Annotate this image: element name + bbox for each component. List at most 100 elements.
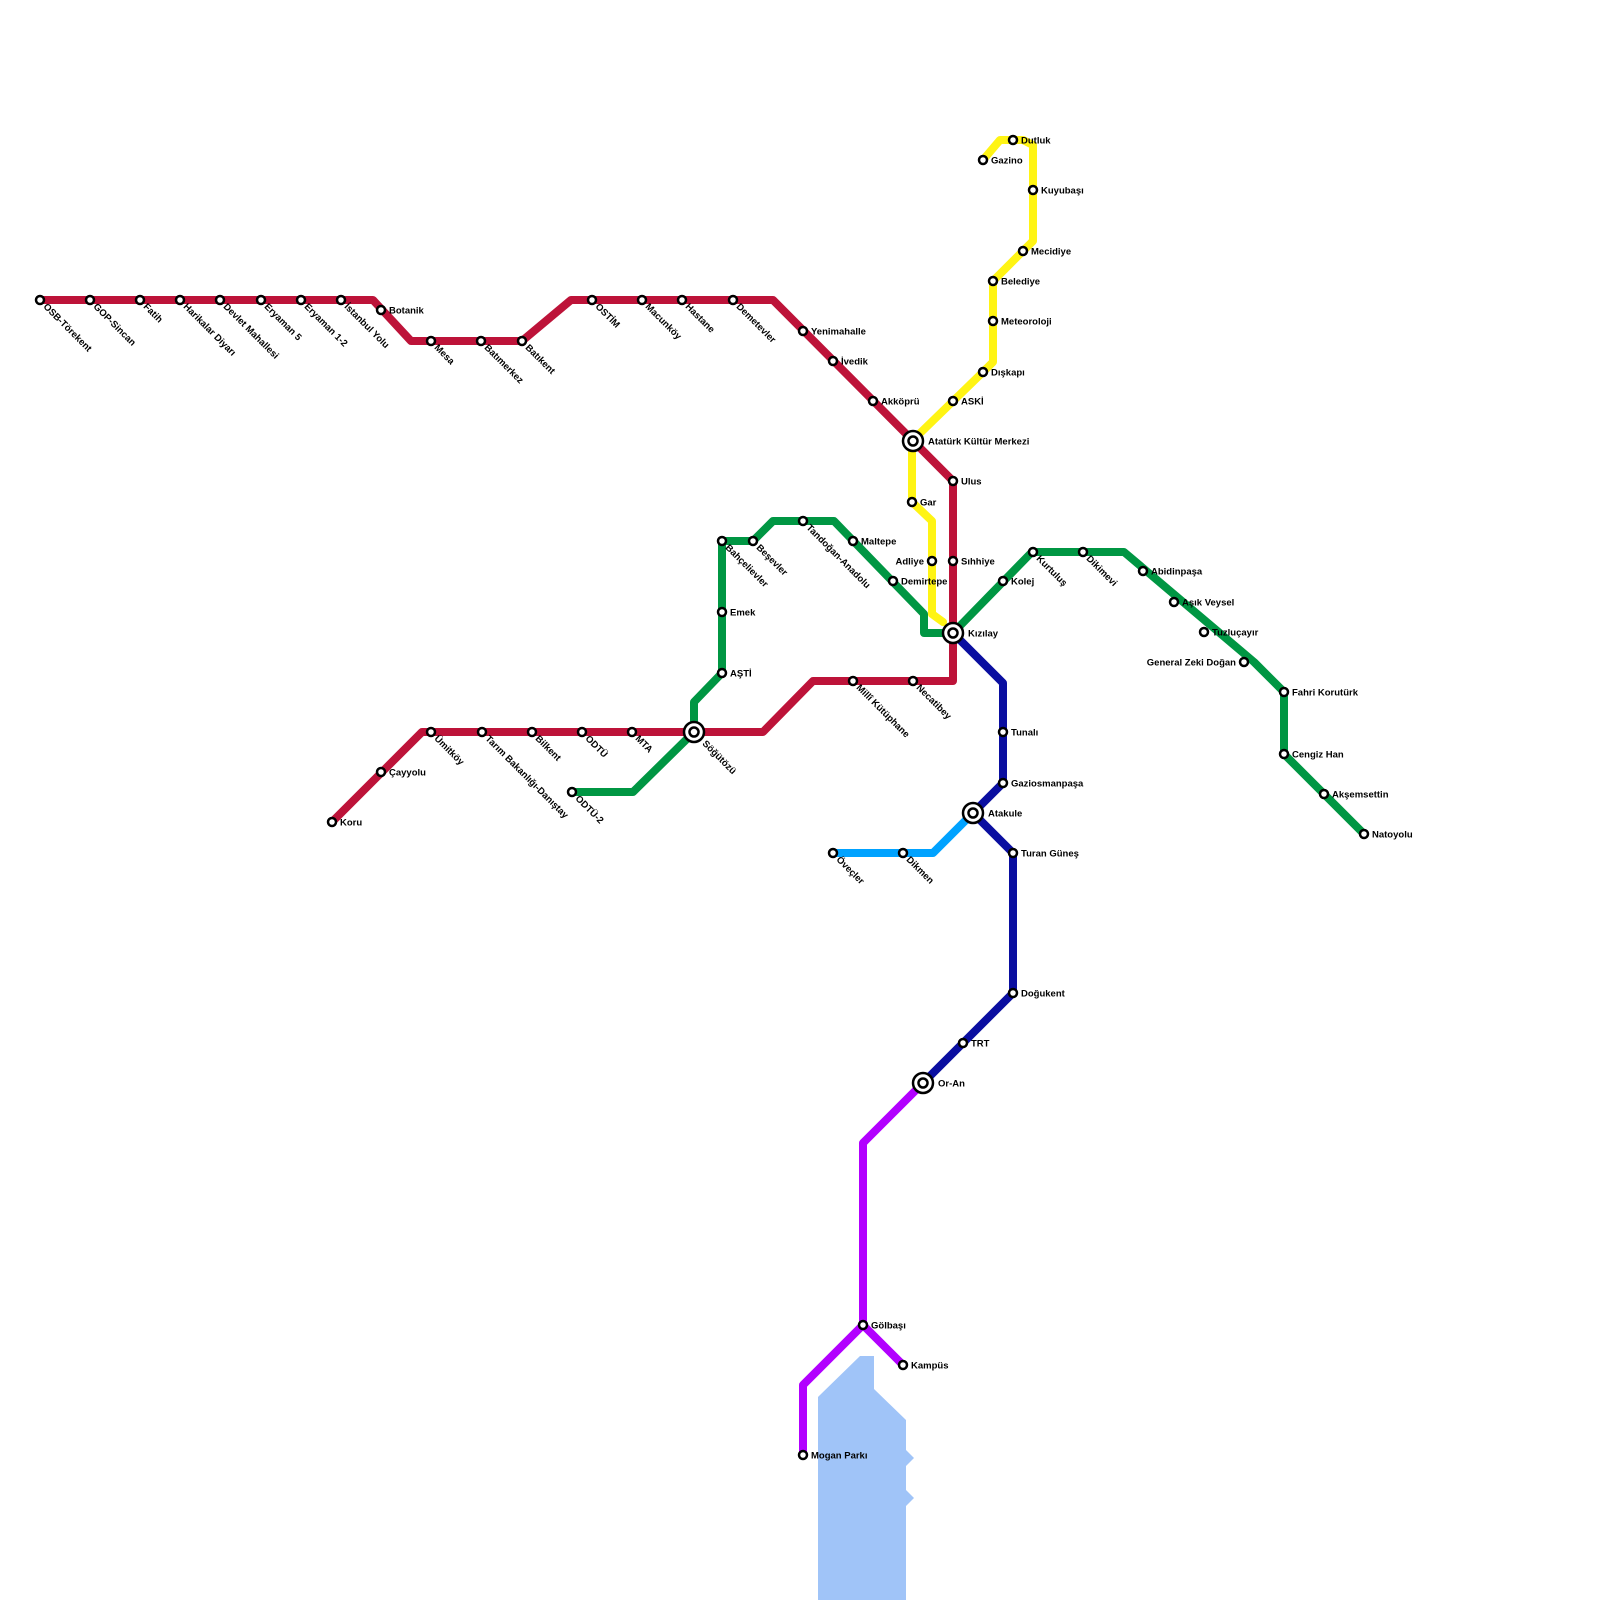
station-label: Aşık Veysel xyxy=(1182,598,1234,609)
station-marker xyxy=(214,294,226,306)
station-tuzlucayir[interactable] xyxy=(1198,626,1210,638)
station-akm[interactable] xyxy=(901,429,925,453)
lightblue-line xyxy=(829,809,977,857)
station-macunkoy[interactable] xyxy=(636,294,648,306)
station-devlet[interactable] xyxy=(214,294,226,306)
station-umitkoy[interactable] xyxy=(425,726,437,738)
station-bilkent[interactable] xyxy=(526,726,538,738)
station-yenimahalle[interactable] xyxy=(797,325,809,337)
station-sogutozu[interactable] xyxy=(682,720,706,744)
station-cengizhan[interactable] xyxy=(1278,748,1290,760)
station-ivedik[interactable] xyxy=(827,355,839,367)
station-marker xyxy=(526,726,538,738)
station-label: Adliye xyxy=(895,557,924,568)
station-aski[interactable] xyxy=(947,395,959,407)
station-label: Ulus xyxy=(961,477,982,488)
station-oran[interactable] xyxy=(911,1071,935,1095)
station-mogan[interactable] xyxy=(797,1449,809,1461)
station-marker xyxy=(576,726,588,738)
station-gaziosmanpasa[interactable] xyxy=(997,777,1009,789)
station-generalzeki[interactable] xyxy=(1238,656,1250,668)
station-marker xyxy=(676,294,688,306)
station-dikimevi[interactable] xyxy=(1077,546,1089,558)
station-batikent[interactable] xyxy=(516,335,528,347)
station-akkopru[interactable] xyxy=(867,395,879,407)
station-harikalar[interactable] xyxy=(174,294,186,306)
station-marker xyxy=(84,294,96,306)
station-mta[interactable] xyxy=(626,726,638,738)
station-tunali[interactable] xyxy=(997,726,1009,738)
station-label: Belediye xyxy=(1001,277,1040,288)
station-label: Sıhhiye xyxy=(961,557,995,568)
station-sihhiye[interactable] xyxy=(947,555,959,567)
station-osb[interactable] xyxy=(34,294,46,306)
station-dutluk[interactable] xyxy=(1007,134,1019,146)
station-necatibey[interactable] xyxy=(907,675,919,687)
station-meteoroloji[interactable] xyxy=(987,315,999,327)
station-ovecler[interactable] xyxy=(827,847,839,859)
station-tarim[interactable] xyxy=(476,726,488,738)
lake-shape xyxy=(818,1356,914,1600)
station-besevler[interactable] xyxy=(747,535,759,547)
station-kurtulus[interactable] xyxy=(1027,546,1039,558)
station-label: Fahri Korutürk xyxy=(1292,688,1359,699)
station-eryaman12[interactable] xyxy=(295,294,307,306)
station-emek[interactable] xyxy=(716,606,728,618)
station-turangunes[interactable] xyxy=(1007,847,1019,859)
station-label: ODTÜ-2 xyxy=(573,793,606,826)
station-gar[interactable] xyxy=(906,496,918,508)
station-marker xyxy=(997,777,1009,789)
station-milli[interactable] xyxy=(847,675,859,687)
station-odtu2[interactable] xyxy=(566,786,578,798)
station-adliye[interactable] xyxy=(926,555,938,567)
station-golbasi[interactable] xyxy=(857,1319,869,1331)
station-gop[interactable] xyxy=(84,294,96,306)
station-marker xyxy=(425,335,437,347)
station-kampus[interactable] xyxy=(897,1359,909,1371)
station-marker xyxy=(926,555,938,567)
station-aksemsettin[interactable] xyxy=(1318,788,1330,800)
station-ostim[interactable] xyxy=(586,294,598,306)
station-marker xyxy=(295,294,307,306)
station-ulus[interactable] xyxy=(947,475,959,487)
station-eryaman5[interactable] xyxy=(255,294,267,306)
station-atakule[interactable] xyxy=(961,801,985,825)
station-label: Maltepe xyxy=(861,537,896,548)
station-asti[interactable] xyxy=(716,667,728,679)
station-koru[interactable] xyxy=(326,816,338,828)
green-line-main xyxy=(568,517,1368,838)
station-trt[interactable] xyxy=(957,1037,969,1049)
station-belediye[interactable] xyxy=(987,275,999,287)
station-abidinpasa[interactable] xyxy=(1137,565,1149,577)
station-fatih[interactable] xyxy=(134,294,146,306)
station-natoyolu[interactable] xyxy=(1358,828,1370,840)
interchange-inner-ring xyxy=(688,726,700,738)
station-tandogan[interactable] xyxy=(797,515,809,527)
station-batimerkez[interactable] xyxy=(475,335,487,347)
station-istanbulyolu[interactable] xyxy=(335,294,347,306)
station-kuyubasi[interactable] xyxy=(1027,184,1039,196)
station-maltepe[interactable] xyxy=(847,535,859,547)
station-cayyolu[interactable] xyxy=(375,766,387,778)
station-mesa[interactable] xyxy=(425,335,437,347)
station-odtu[interactable] xyxy=(576,726,588,738)
station-label: Kampüs xyxy=(911,1361,948,1372)
station-kizilay[interactable] xyxy=(941,621,965,645)
station-demirtepe[interactable] xyxy=(887,575,899,587)
station-label: Eryaman 5 xyxy=(262,301,304,343)
station-botanik[interactable] xyxy=(375,304,387,316)
station-mecidiye[interactable] xyxy=(1017,245,1029,257)
station-label: Kuyubaşı xyxy=(1041,186,1084,197)
station-kolej[interactable] xyxy=(997,575,1009,587)
station-diskapi[interactable] xyxy=(977,366,989,378)
station-dogukent[interactable] xyxy=(1007,987,1019,999)
station-hastane[interactable] xyxy=(676,294,688,306)
station-dikmen[interactable] xyxy=(897,847,909,859)
station-bahcelievler[interactable] xyxy=(716,535,728,547)
station-gazino[interactable] xyxy=(977,154,989,166)
station-demetevler[interactable] xyxy=(727,294,739,306)
station-asikveysel[interactable] xyxy=(1168,596,1180,608)
station-label: Atakule xyxy=(988,809,1022,820)
station-fahri[interactable] xyxy=(1278,686,1290,698)
